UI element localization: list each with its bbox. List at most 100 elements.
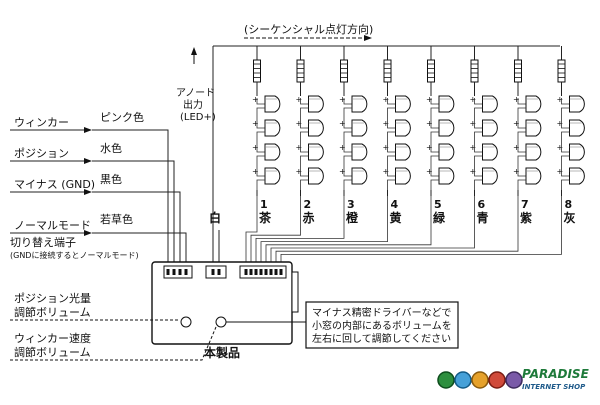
connector-pin: [274, 269, 278, 275]
led-chain-wire: [387, 155, 396, 170]
led: [438, 119, 455, 137]
led-plus-mark: +: [339, 167, 346, 176]
led: [308, 143, 324, 161]
led-plus-mark: +: [296, 95, 303, 104]
led: [569, 95, 585, 113]
led-chain-wire: [517, 107, 526, 122]
wire-lightblue: [92, 160, 175, 262]
channel-wire-4: [260, 196, 388, 266]
paradise-logo: PARADISE INTERNET SHOP: [437, 367, 590, 391]
led-chain-wire: [430, 107, 439, 122]
led-lead: [474, 170, 483, 177]
connector-pin: [166, 269, 170, 275]
led-plus-mark: +: [426, 119, 433, 128]
input-position-arrow: [84, 158, 92, 164]
resistor: [296, 59, 305, 83]
connector-pin: [211, 269, 215, 275]
logo-ring-3: [471, 371, 489, 389]
position-volume-label-line2: 調節ボリューム: [14, 305, 91, 319]
led-lead: [300, 122, 309, 129]
led-plus-mark: +: [383, 95, 390, 104]
connector-pins: [166, 269, 283, 275]
led-plus-mark: +: [557, 143, 564, 152]
position-volume-knob[interactable]: [180, 316, 192, 328]
led-chain-wire: [387, 131, 396, 146]
resistor: [514, 59, 522, 83]
led-chain-wire: [561, 131, 570, 146]
led-chain-wire: [343, 131, 352, 146]
led: [525, 95, 542, 113]
resistor: [427, 59, 435, 83]
led-string-1: ++++: [252, 46, 281, 196]
led-lead: [343, 146, 352, 153]
led-lead: [343, 98, 352, 105]
led-lead: [517, 122, 526, 129]
led-lead: [561, 170, 570, 177]
led-plus-mark: +: [252, 119, 259, 128]
led: [351, 119, 368, 137]
connector-pin: [178, 269, 182, 275]
led-plus-mark: +: [383, 167, 390, 176]
led-plus-mark: +: [470, 143, 477, 152]
led: [308, 95, 324, 113]
channel-wire-3: [255, 196, 345, 266]
note-box: [305, 301, 459, 349]
channel-color-5: 緑: [433, 210, 446, 225]
led: [395, 143, 411, 161]
led-string-7: ++++: [513, 46, 542, 196]
led-lead: [300, 170, 309, 177]
led: [264, 167, 281, 185]
led: [569, 143, 585, 161]
led-lead: [517, 170, 526, 177]
winker-volume-label-line2: 調節ボリューム: [14, 345, 91, 359]
led-plus-mark: +: [470, 119, 477, 128]
channel-wire-1: [245, 196, 258, 266]
channel-number-7: 7: [521, 198, 529, 211]
led-plus-mark: +: [296, 119, 303, 128]
led-lead: [561, 122, 570, 129]
led-chain-wire: [561, 179, 570, 190]
led-chain-wire: [300, 155, 309, 170]
wire-pink: [92, 129, 169, 262]
led-lead: [430, 170, 439, 177]
led: [351, 167, 368, 185]
switch-terminal-note: (GNDに接続するとノーマルモード): [10, 250, 139, 260]
led: [264, 95, 281, 113]
led-lead: [430, 98, 439, 105]
channel-wire-5: [265, 196, 432, 266]
led: [482, 167, 498, 185]
wire-color-yellowgreen: 若草色: [100, 212, 133, 226]
led-plus-mark: +: [513, 95, 520, 104]
led-lead: [517, 98, 526, 105]
led-string-5: ++++: [426, 46, 455, 196]
channel-color-8: 灰: [564, 210, 576, 225]
winker-volume-knob[interactable]: [215, 316, 227, 328]
led-chain-wire: [256, 179, 265, 190]
channel-number-5: 5: [434, 198, 442, 211]
led: [525, 167, 542, 185]
led-chain-wire: [474, 131, 483, 146]
channel-number-4: 4: [391, 198, 399, 211]
led-lead: [474, 98, 483, 105]
led-plus-mark: +: [339, 95, 346, 104]
led-chain-wire: [300, 131, 309, 146]
channel-number-3: 3: [347, 198, 355, 211]
led: [308, 167, 324, 185]
led: [569, 167, 585, 185]
logo-ring-1: [437, 371, 455, 389]
logo-ring-5: [505, 371, 523, 389]
logo-subtext: INTERNET SHOP: [522, 383, 586, 391]
led-chain-wire: [474, 107, 483, 122]
sequential-direction-arrowhead: [364, 35, 372, 41]
led-chain-wire: [343, 107, 352, 122]
led: [395, 95, 411, 113]
led-chain-wire: [256, 155, 265, 170]
wire-color-black: 黒色: [100, 172, 122, 186]
led-plus-mark: +: [339, 143, 346, 152]
channel-wire-7: [275, 196, 519, 266]
led: [482, 119, 498, 137]
led: [395, 167, 411, 185]
resistor: [253, 59, 261, 83]
led-plus-mark: +: [557, 95, 564, 104]
